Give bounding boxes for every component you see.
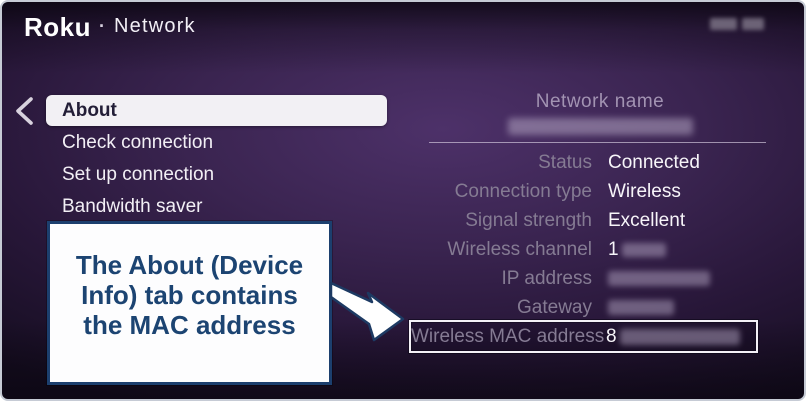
row-label: Status: [538, 151, 592, 173]
network-name-redacted-value: [507, 118, 693, 135]
redacted-time-blob: [710, 18, 737, 30]
sidebar-item-bandwidth-saver[interactable]: Bandwidth saver: [62, 196, 203, 217]
row-value-text: 1: [608, 238, 619, 260]
row-value: Connected: [608, 152, 700, 174]
back-chevron-icon[interactable]: [12, 96, 36, 126]
row-label: IP address: [501, 267, 592, 289]
row-label: Signal strength: [465, 209, 592, 231]
redacted-time-blob: [742, 18, 764, 30]
clock-redacted: [710, 18, 764, 30]
detail-row-signal-strength: Signal strength Excellent: [409, 206, 758, 235]
row-value-text: 8: [606, 325, 617, 347]
detail-row-status: Status Connected: [409, 148, 758, 177]
row-value: 1: [608, 239, 666, 261]
row-label: Connection type: [454, 180, 592, 202]
detail-row-connection-type: Connection type Wireless: [409, 177, 758, 206]
redacted-value-blob: [608, 300, 674, 315]
row-label: Wireless channel: [447, 238, 592, 260]
row-value: Excellent: [608, 210, 685, 232]
header-separator-dot: ·: [99, 16, 105, 36]
row-label: Gateway: [517, 296, 592, 318]
row-value-text: Connected: [608, 151, 700, 173]
row-value: [608, 300, 674, 315]
redacted-value-blob: [621, 242, 666, 257]
roku-logo: Roku: [24, 12, 91, 42]
row-value: Wireless: [608, 181, 681, 203]
detail-row-wireless-channel: Wireless channel 1: [409, 235, 758, 264]
page-title: Network: [114, 15, 196, 37]
sidebar-item-set-up-connection[interactable]: Set up connection: [62, 164, 215, 185]
divider-line: [429, 142, 766, 143]
detail-row-gateway: Gateway: [409, 293, 758, 322]
network-name-label: Network name: [535, 91, 665, 112]
row-value-text: Excellent: [608, 209, 686, 231]
redacted-value-blob: [608, 271, 710, 286]
network-name-block: Network name: [422, 91, 778, 135]
row-value-text: Wireless: [608, 180, 681, 202]
row-label: Wireless MAC address: [411, 325, 605, 347]
row-value: [608, 271, 710, 286]
detail-row-ip-address: IP address: [409, 264, 758, 293]
sidebar-item-about[interactable]: About: [46, 95, 387, 126]
redacted-value-blob: [619, 328, 740, 345]
annotation-callout: The About (Device Info) tab contains the…: [47, 221, 332, 385]
header: Roku · Network: [2, 2, 804, 54]
sidebar-item-check-connection[interactable]: Check connection: [62, 132, 214, 153]
row-value: 8: [606, 326, 740, 348]
